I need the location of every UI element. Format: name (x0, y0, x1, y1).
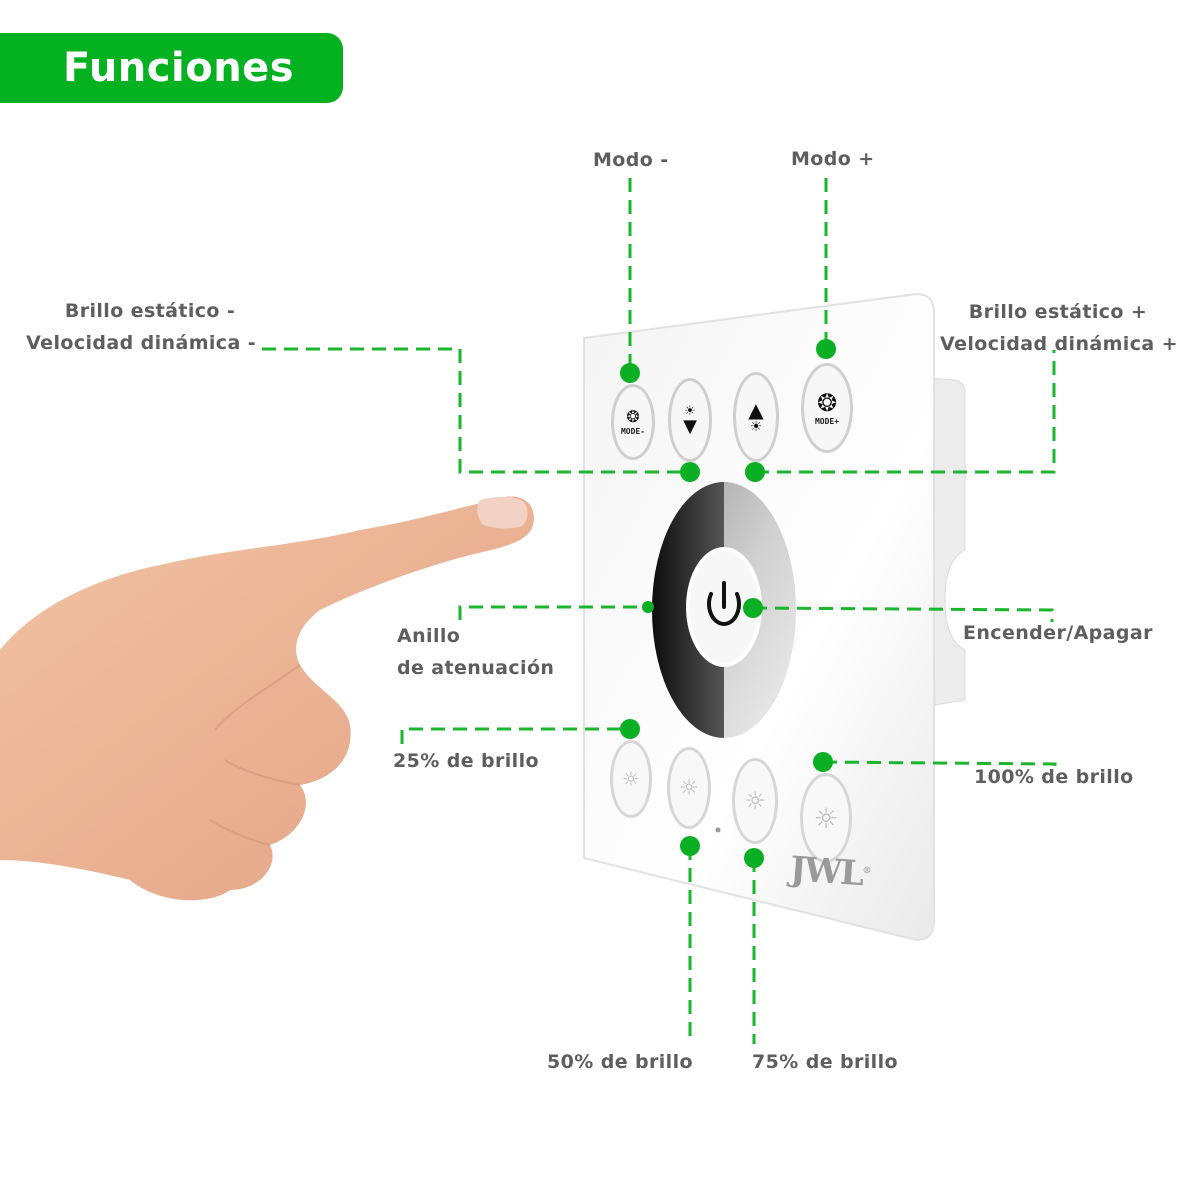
mode-plus-button[interactable]: ❂ MODE+ (801, 363, 853, 453)
dimming-ring[interactable] (652, 482, 688, 738)
sun-icon: ☼ (813, 801, 839, 835)
brightness-50-button[interactable]: ☼ (667, 747, 711, 829)
label-brightness-minus-line1: Brillo estático - (64, 300, 236, 322)
label-brightness-plus-line1: Brillo estático + (968, 301, 1148, 323)
arrow-up-icon: ▲ (748, 398, 764, 422)
label-brightness-minus-line2: Velocidad dinámica - (26, 332, 256, 354)
callout-dot-mode-plus (816, 339, 836, 359)
sun-icon: ☼ (744, 787, 766, 815)
sun-arrow-up-icon: ☀ (749, 419, 763, 435)
film-reel-icon: ❂ (626, 406, 640, 426)
label-dimming-ring: Anillo de atenuación (397, 620, 554, 684)
mode-minus-caption: MODE- (620, 426, 646, 436)
callout-dot-brightness-up (745, 462, 765, 482)
label-dimming-ring-line2: de atenuación (397, 657, 555, 679)
label-brightness-plus-line2: Velocidad dinámica + (940, 333, 1178, 355)
label-brightness-minus: Brillo estático - Velocidad dinámica - (20, 295, 256, 359)
brand-logo: JWL® (788, 849, 872, 895)
brightness-25-button[interactable]: ☼ (610, 740, 652, 818)
callout-dot-100 (813, 752, 833, 772)
callout-dot-75 (744, 848, 764, 868)
label-brightness-100: 100% de brillo (974, 766, 1134, 788)
sun-icon: ☼ (622, 767, 640, 791)
sun-arrow-down-icon: ☀ (684, 403, 696, 419)
brightness-up-button[interactable]: ▲ ☀ (733, 372, 779, 462)
label-mode-plus: Modo + (791, 148, 875, 170)
label-brightness-75: 75% de brillo (752, 1051, 898, 1073)
registered-mark: ® (861, 865, 872, 877)
sun-icon: ☼ (679, 775, 699, 801)
callout-dot-25 (620, 719, 640, 739)
label-dimming-ring-line1: Anillo (397, 625, 461, 647)
label-power: Encender/Apagar (963, 622, 1153, 644)
callout-dot-brightness-down (680, 462, 700, 482)
mode-minus-button[interactable]: ❂ MODE- (611, 384, 655, 460)
callout-dot-mode-minus (620, 363, 640, 383)
label-brightness-50: 50% de brillo (547, 1051, 693, 1073)
section-title: Funciones (63, 45, 295, 91)
label-brightness-25: 25% de brillo (393, 750, 539, 772)
film-reel-icon: ❂ (816, 388, 838, 417)
brightness-75-button[interactable]: ☼ (732, 758, 778, 844)
brightness-down-button[interactable]: ☀ ▼ (668, 378, 712, 462)
section-title-tab: Funciones (0, 33, 343, 103)
brightness-100-button[interactable]: ☼ (800, 773, 852, 863)
mode-plus-caption: MODE+ (814, 416, 840, 426)
power-button[interactable] (688, 549, 760, 665)
arrow-down-icon: ▼ (683, 415, 697, 437)
label-brightness-plus: Brillo estático + Velocidad dinámica + (940, 296, 1178, 360)
label-mode-minus: Modo - (593, 149, 669, 171)
callout-dot-50 (680, 836, 700, 856)
